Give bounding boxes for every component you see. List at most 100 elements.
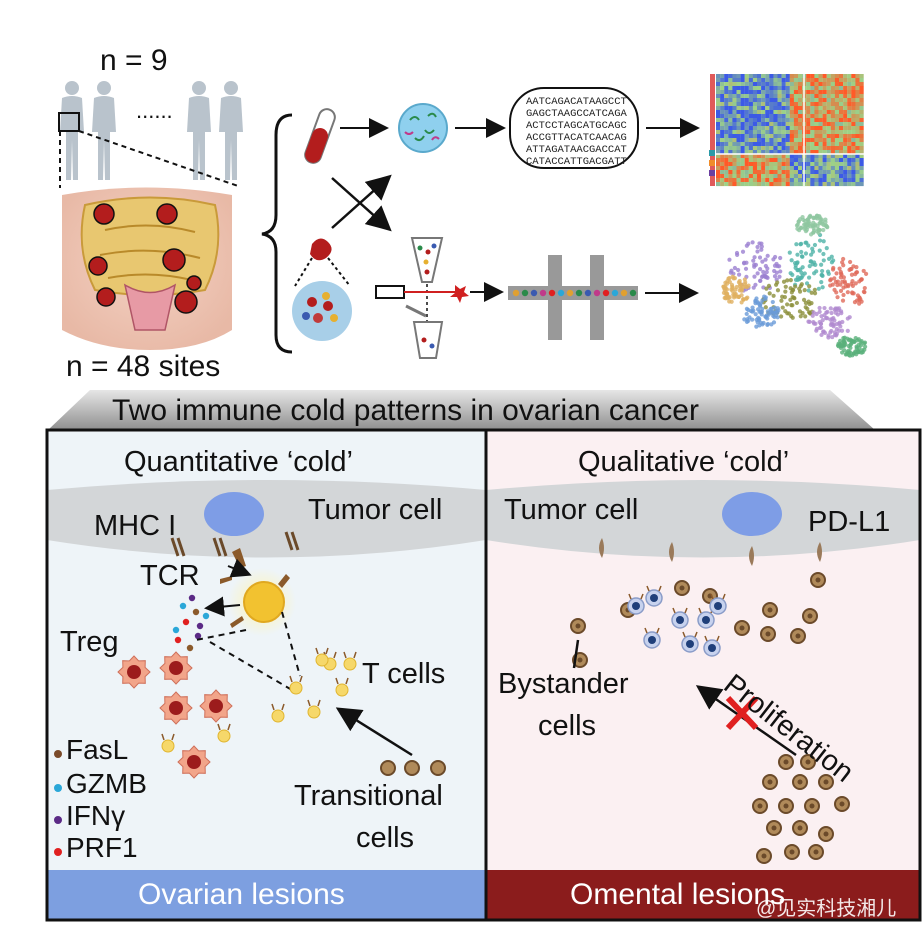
heatmap-cell	[773, 154, 778, 159]
heatmap-cell	[826, 138, 831, 143]
heatmap-cell	[814, 74, 819, 79]
heatmap-cell	[720, 98, 725, 103]
heatmap-cell	[732, 158, 737, 163]
heatmap-cell	[773, 114, 778, 119]
heatmap-cell	[818, 98, 823, 103]
heatmap-cell	[810, 102, 815, 107]
heatmap-cell	[798, 150, 803, 155]
heatmap-cell	[736, 122, 741, 127]
heatmap-cell	[720, 78, 725, 83]
heatmap-cell	[798, 154, 803, 159]
heatmap-icon	[709, 74, 864, 187]
heatmap-cell	[724, 90, 729, 95]
heatmap-cell	[761, 74, 766, 79]
heatmap-cell	[830, 158, 835, 163]
heatmap-cell	[777, 110, 782, 115]
umap-point	[859, 277, 864, 282]
umap-point	[778, 255, 783, 261]
heatmap-cell	[789, 174, 794, 179]
umap-point	[817, 309, 822, 314]
umap-point	[808, 213, 813, 219]
heatmap-cell	[761, 146, 766, 151]
heatmap-cell	[740, 110, 745, 115]
heatmap-cell	[720, 150, 725, 155]
heatmap-cell	[859, 114, 864, 119]
umap-point	[804, 240, 809, 245]
heatmap-cell	[769, 126, 774, 131]
heatmap-cell	[839, 166, 844, 171]
umap-point	[822, 313, 827, 318]
heatmap-cell	[822, 122, 827, 127]
tcells-label: T cells	[362, 658, 446, 690]
heatmap-cell	[822, 134, 827, 139]
heatmap-cell	[728, 150, 733, 155]
heatmap-cell	[798, 90, 803, 95]
dna-line: ATTAGATAACGACCAT	[526, 144, 627, 156]
heatmap-cell	[798, 106, 803, 111]
umap-point	[802, 271, 807, 276]
umap-point	[783, 309, 788, 314]
heatmap-cell	[785, 118, 790, 123]
heatmap-cell	[748, 122, 753, 127]
umap-point	[783, 284, 788, 289]
heatmap-cell	[777, 90, 782, 95]
heatmap-cell	[757, 102, 762, 107]
umap-point	[830, 322, 835, 327]
heatmap-cell	[834, 182, 840, 187]
heatmap-cell	[826, 174, 831, 179]
heatmap-cell	[744, 138, 749, 143]
umap-point	[766, 283, 772, 288]
heatmap-cell	[716, 158, 721, 163]
heatmap-cell	[752, 182, 758, 187]
heatmap-cell	[793, 98, 799, 103]
heatmap-cell	[777, 134, 782, 139]
heatmap-cell	[843, 134, 848, 139]
heatmap-cell	[773, 142, 778, 147]
heatmap-cell	[814, 86, 819, 91]
heatmap-cell	[732, 110, 737, 115]
umap-point	[742, 277, 747, 282]
heatmap-cell	[851, 102, 856, 107]
heatmap-cell	[728, 130, 733, 135]
umap-point	[755, 271, 760, 276]
heatmap-cell	[818, 114, 823, 119]
heatmap-cell	[720, 138, 725, 143]
heatmap-cell	[765, 158, 770, 163]
heatmap-cell	[744, 106, 749, 111]
abdomen-anatomy	[62, 187, 232, 350]
heatmap-cell	[752, 150, 758, 155]
umap-point	[783, 289, 788, 294]
heatmap-cell	[839, 118, 844, 123]
heatmap-cell	[818, 142, 823, 147]
chip-bead	[539, 289, 547, 297]
umap-point	[790, 287, 795, 293]
heatmap-cell	[716, 122, 721, 127]
heatmap-cell	[798, 134, 803, 139]
heatmap-cell	[781, 74, 786, 79]
heatmap-cell	[748, 142, 753, 147]
bystander-cell	[752, 798, 768, 814]
flow-sorter-icon	[375, 237, 469, 359]
heatmap-cell	[851, 170, 856, 175]
heatmap-cell	[781, 170, 786, 175]
heatmap-cell	[814, 174, 819, 179]
heatmap-cell	[752, 122, 758, 127]
heatmap-cell	[806, 126, 811, 131]
heatmap-cell	[720, 178, 725, 183]
heatmap-cell	[757, 138, 762, 143]
heatmap-cell	[859, 82, 864, 87]
heatmap-cell	[744, 162, 749, 167]
umap-point	[764, 270, 769, 275]
heatmap-cell	[773, 110, 778, 115]
heatmap-cell	[748, 82, 753, 87]
heatmap-cell	[851, 182, 856, 187]
heatmap-cell	[757, 106, 762, 111]
heatmap-cell	[724, 154, 729, 159]
heatmap-cell	[859, 138, 864, 143]
heatmap-cell	[822, 126, 827, 131]
heatmap-cell	[720, 74, 725, 79]
heatmap-cell	[843, 150, 848, 155]
heatmap-cell	[855, 118, 860, 123]
umap-point	[820, 318, 825, 323]
treg-cell	[159, 651, 193, 685]
